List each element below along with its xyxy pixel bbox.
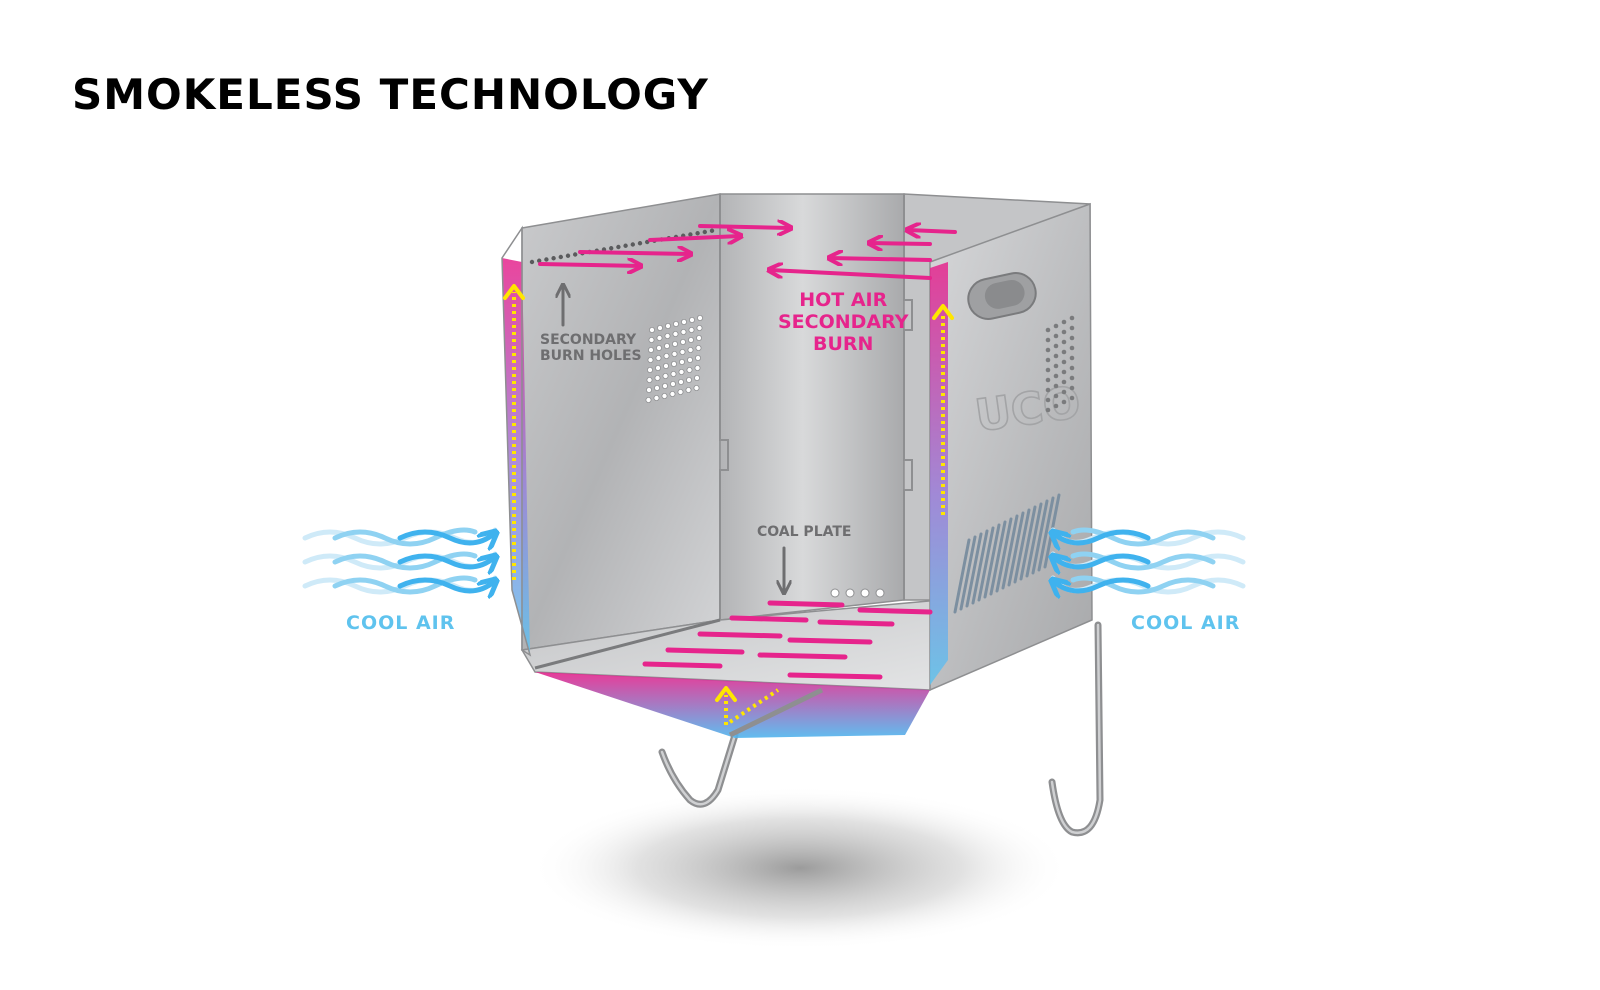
page-title: SMOKELESS TECHNOLOGY [72, 70, 709, 119]
label-cool-air-right: COOL AIR [1131, 612, 1241, 634]
cool-air-waves-left [302, 530, 495, 592]
bottom-air-chamber [535, 672, 930, 738]
label-hot-air-secondary-burn: HOT AIR SECONDARY BURN [778, 289, 909, 356]
label-line: HOT AIR [799, 289, 888, 311]
label-secondary-burn-holes: SECONDARY BURN HOLES [540, 332, 642, 364]
label-line: BURN HOLES [540, 348, 642, 365]
right-side-wall: UCO [929, 202, 1093, 692]
label-coal-plate: COAL PLATE [757, 524, 852, 540]
label-line: SECONDARY [540, 332, 637, 348]
left-air-channel [502, 258, 530, 655]
label-line: SECONDARY [778, 310, 909, 333]
stove-shadow [530, 786, 1070, 950]
pointer-arrows [563, 286, 784, 592]
yellow-flow-arrows [512, 292, 945, 725]
hot-air-arrows [538, 226, 957, 280]
coal-plate-slots [642, 600, 933, 680]
label-cool-air-left: COOL AIR [346, 612, 456, 634]
cool-air-waves-right [1053, 530, 1246, 592]
left-vent-grid [645, 314, 704, 403]
label-line: BURN [813, 332, 874, 355]
